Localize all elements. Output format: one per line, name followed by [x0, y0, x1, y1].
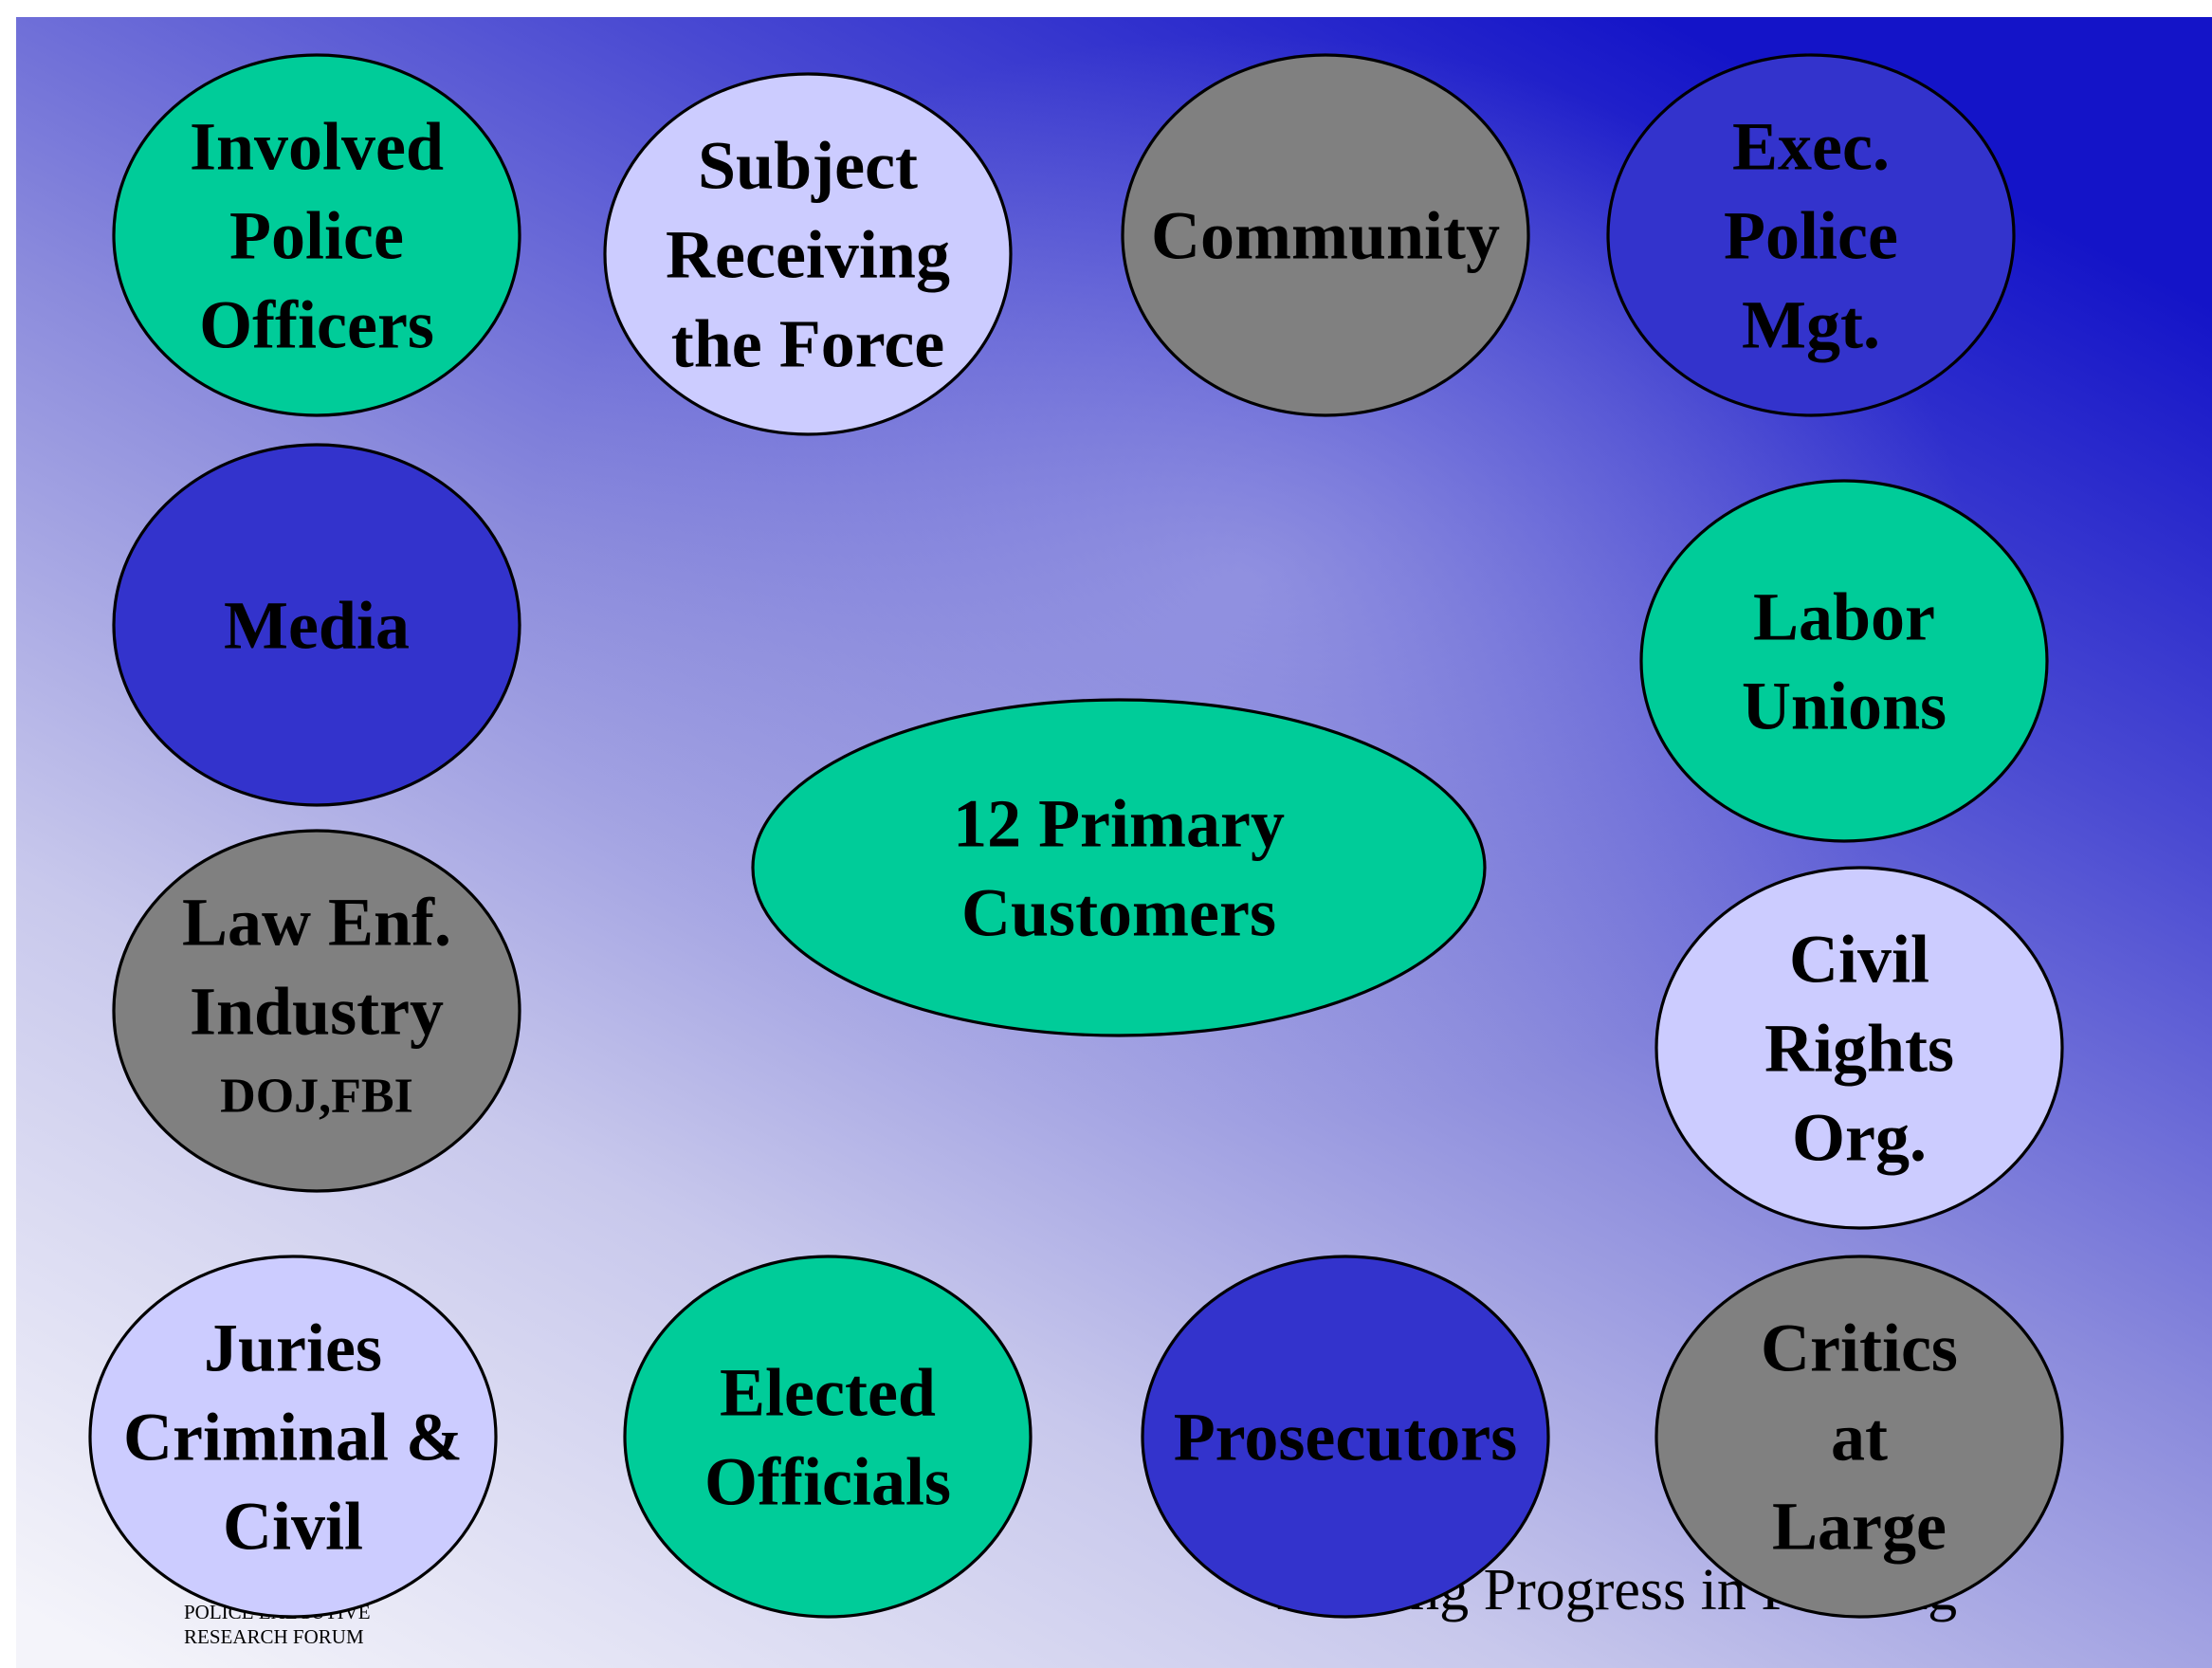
bubble-elected-officials-label-line: Officials	[704, 1443, 951, 1519]
bubble-prosecutors: Prosecutors	[1141, 1255, 1550, 1619]
center-bubble-label-line: Customers	[961, 874, 1276, 950]
bubble-labor-unions-label-line: Unions	[1742, 668, 1947, 743]
bubble-law-enf-industry-ellipse	[112, 829, 521, 1193]
bubble-exec-police-mgt-label-line: Exec.	[1732, 108, 1890, 184]
bubble-prosecutors-ellipse	[1141, 1255, 1550, 1619]
bubble-civil-rights-org-label-line: Rights	[1764, 1010, 1954, 1086]
bubble-media-label-line: Media	[224, 587, 410, 663]
bubble-law-enf-industry-label-line: Industry	[190, 973, 444, 1049]
bubble-community-ellipse	[1121, 53, 1530, 417]
bubble-law-enf-industry-label-line: DOJ,FBI	[220, 1069, 413, 1123]
bubble-exec-police-mgt-label-line: Mgt.	[1742, 286, 1880, 362]
bubble-civil-rights-org-label-line: Civil	[1789, 921, 1929, 997]
bubble-critics-at-large-label-line: at	[1831, 1399, 1888, 1475]
bubble-community-label-line: Community	[1151, 197, 1500, 273]
bubble-exec-police-mgt-label-line: Police	[1724, 197, 1898, 273]
bubble-involved-police-officers-label-line: Police	[229, 197, 404, 273]
bubble-juries-criminal-civil-ellipse	[88, 1255, 498, 1619]
bubble-civil-rights-org-label-line: Org.	[1792, 1099, 1927, 1175]
bubble-juries-criminal-civil-label-line: Juries	[204, 1310, 382, 1385]
bubble-subject-receiving-the-force-label-line: Receiving	[666, 216, 950, 292]
bubble-labor-unions-ellipse	[1639, 479, 2049, 843]
bubble-exec-police-mgt-ellipse	[1606, 53, 2016, 417]
bubble-subject-receiving-the-force-label-line: the Force	[671, 305, 945, 381]
footer-org-line2: RESEARCH FORUM	[184, 1625, 364, 1648]
bubble-law-enf-industry-label-line: Law Enf.	[182, 884, 451, 960]
bubble-media: Media	[112, 443, 521, 807]
bubble-elected-officials-ellipse	[623, 1255, 1033, 1619]
bubble-critics-at-large-label-line: Large	[1772, 1488, 1947, 1564]
bubble-labor-unions-label-line: Labor	[1753, 578, 1935, 654]
bubble-civil-rights-org-ellipse	[1654, 866, 2064, 1230]
bubble-media-ellipse	[112, 443, 521, 807]
bubble-prosecutors-label-line: Prosecutors	[1174, 1399, 1518, 1475]
bubble-involved-police-officers-label-line: Involved	[190, 108, 444, 184]
bubble-elected-officials-label-line: Elected	[720, 1354, 936, 1430]
bubble-critics-at-large-ellipse	[1654, 1255, 2064, 1619]
bubble-critics-at-large-label-line: Critics	[1761, 1310, 1958, 1385]
bubble-involved-police-officers-label-line: Officers	[199, 286, 434, 362]
bubble-juries-criminal-civil-label-line: Civil	[223, 1488, 363, 1564]
bubble-subject-receiving-the-force-ellipse	[603, 72, 1013, 436]
center-bubble-ellipse	[751, 698, 1487, 1037]
center-bubble-label-line: 12 Primary	[953, 785, 1285, 861]
bubble-involved-police-officers-ellipse	[112, 53, 521, 417]
bubble-juries-criminal-civil-label-line: Criminal &	[123, 1399, 463, 1475]
bubble-subject-receiving-the-force-label-line: Subject	[698, 127, 918, 203]
bubble-community: Community	[1121, 53, 1530, 417]
